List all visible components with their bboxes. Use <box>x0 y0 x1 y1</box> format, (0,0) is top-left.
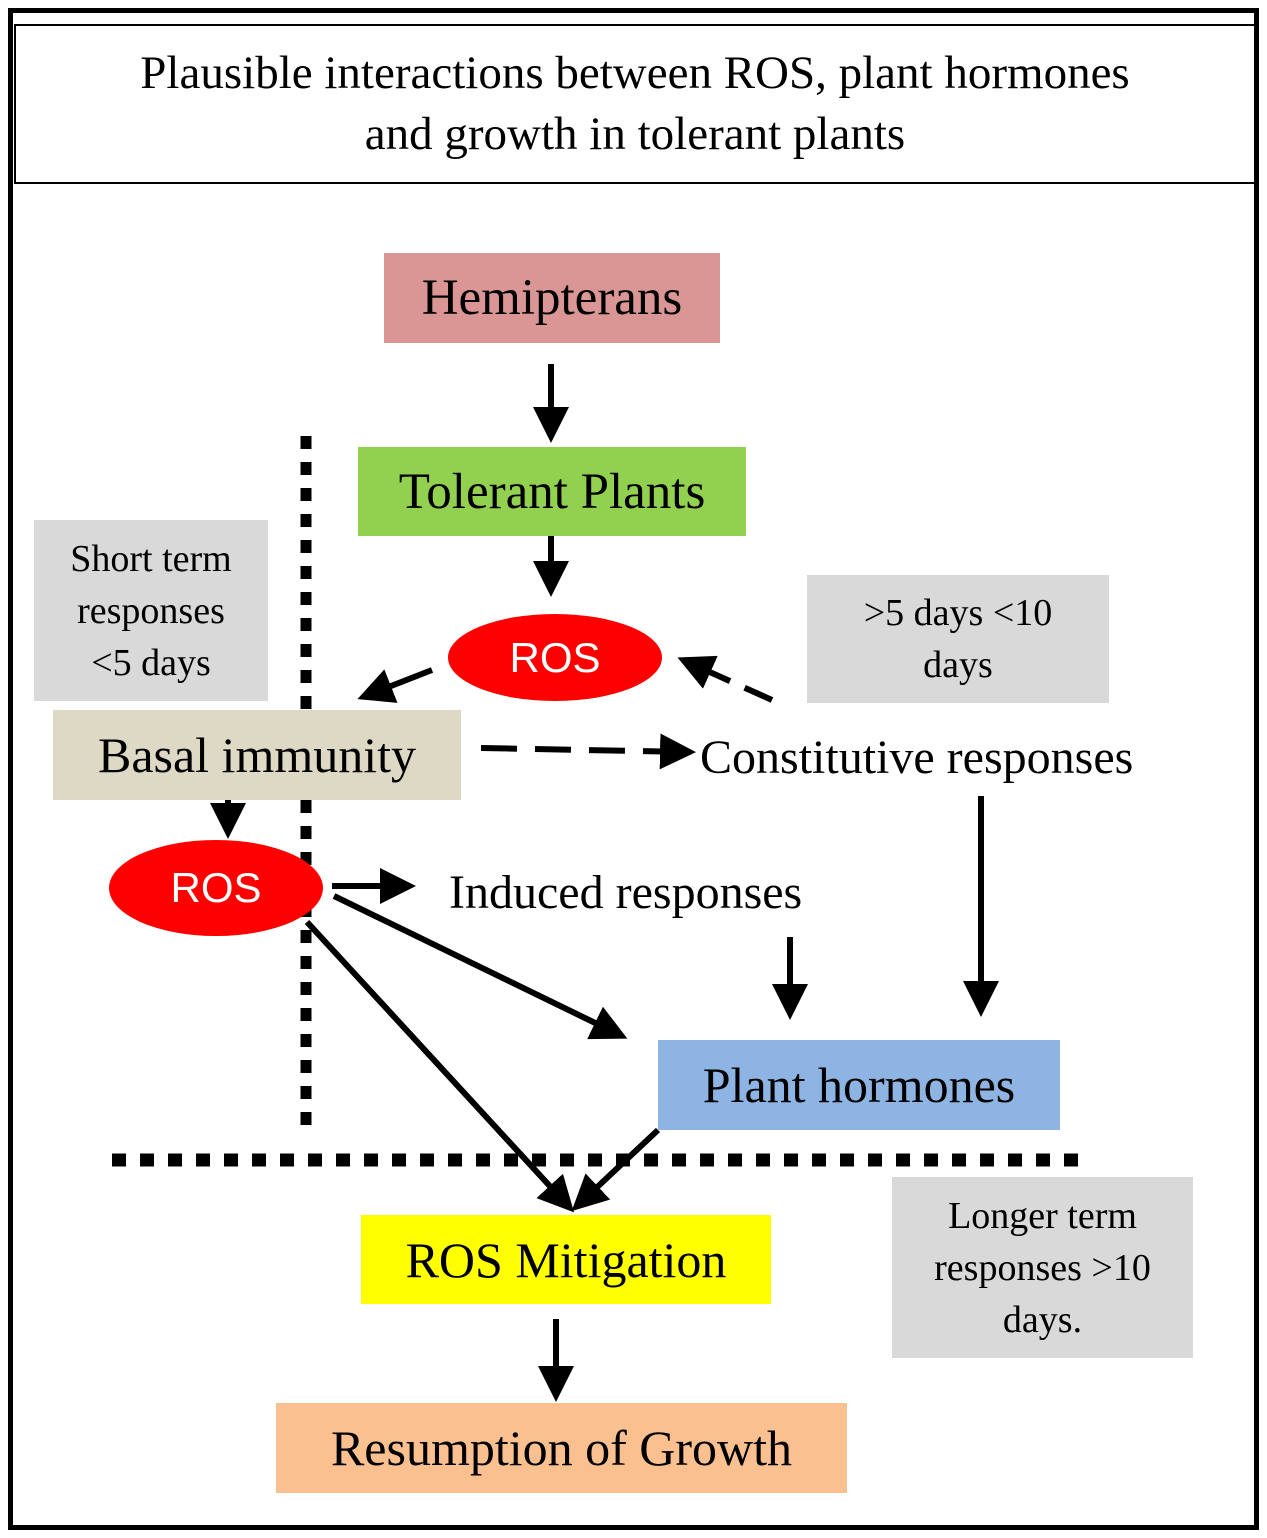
note-mid-term: >5 days <10 days <box>807 575 1109 703</box>
node-ros-top: ROS <box>448 614 662 701</box>
node-basal-immunity: Basal immunity <box>53 710 461 800</box>
note-longer-term-text: Longer term responses >10 days. <box>934 1194 1151 1341</box>
note-short-term: Short term responses <5 days <box>34 520 268 701</box>
arrow-ros-to-basal-immunity <box>357 667 434 703</box>
node-constitutive-responses: Constitutive responses <box>700 731 1134 784</box>
note-longer-term: Longer term responses >10 days. <box>892 1177 1193 1358</box>
node-plant-hormones: Plant hormones <box>658 1040 1060 1130</box>
node-ros-mitigation: ROS Mitigation <box>361 1215 771 1304</box>
node-plant-hormones-label: Plant hormones <box>702 1057 1016 1113</box>
node-ros-bottom-label: ROS <box>170 864 262 911</box>
arrow-ros-to-ros-mitigation <box>304 919 575 1213</box>
note-mid-term-text: >5 days <10 days <box>863 592 1053 686</box>
node-resumption-of-growth-label: Resumption of Growth <box>330 1420 793 1476</box>
node-hemipterans-label: Hemipterans <box>421 270 683 326</box>
node-resumption-of-growth: Resumption of Growth <box>276 1403 847 1493</box>
node-tolerant-plants-label: Tolerant Plants <box>398 463 706 520</box>
node-ros-mitigation-label: ROS Mitigation <box>405 1231 727 1288</box>
node-ros-bottom: ROS <box>109 840 323 936</box>
arrow-ros-to-plant-hormones <box>332 893 628 1040</box>
node-hemipterans: Hemipterans <box>384 253 720 343</box>
node-basal-immunity-label: Basal immunity <box>97 727 417 783</box>
diagram-title: Plausible interactions between ROS, plan… <box>140 47 1130 160</box>
note-short-term-text: Short term responses <5 days <box>70 537 232 684</box>
diagram-title-box: Plausible interactions between ROS, plan… <box>14 24 1256 184</box>
arrow-basal-to-constitutive <box>480 733 696 770</box>
node-tolerant-plants: Tolerant Plants <box>358 447 746 536</box>
arrow-plant-hormones-to-ros-mitigation <box>571 1127 661 1212</box>
arrow-constitutive-to-ros <box>677 655 774 703</box>
node-induced-responses: Induced responses <box>449 866 803 919</box>
node-ros-top-label: ROS <box>509 633 601 681</box>
